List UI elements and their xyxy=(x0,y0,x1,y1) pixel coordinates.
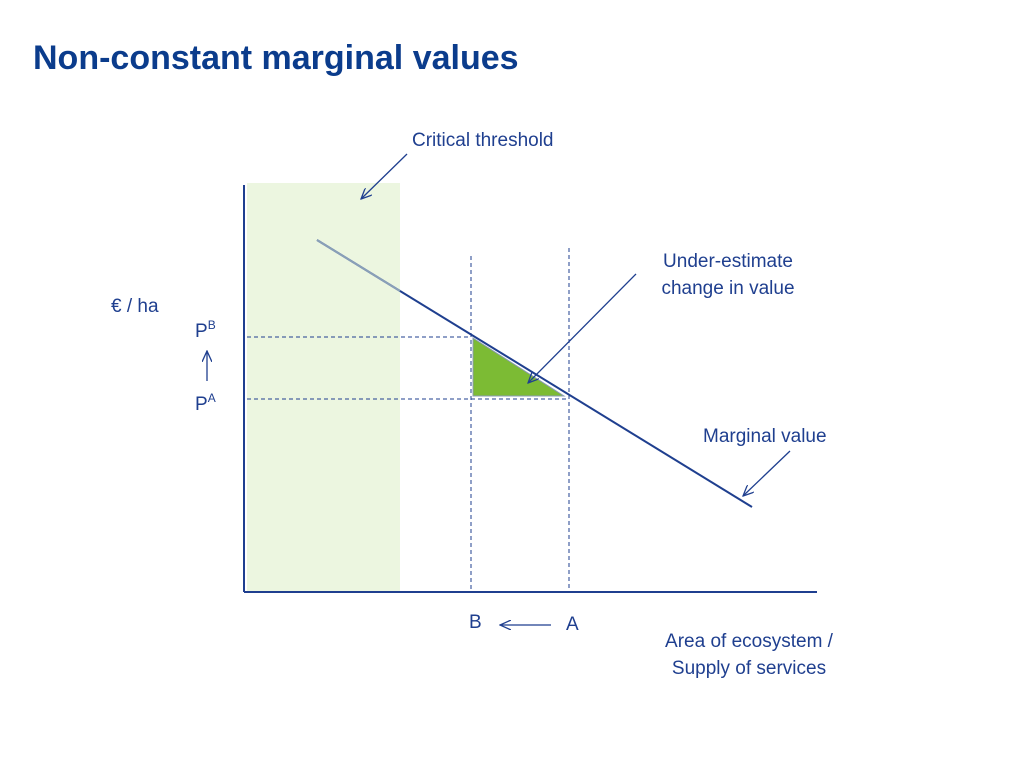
x-axis-label-line2: Supply of services xyxy=(672,658,826,679)
point-b-label: B xyxy=(469,612,482,633)
critical-threshold-label: Critical threshold xyxy=(412,130,554,151)
price-b-label: PB xyxy=(195,318,216,342)
underestimate-triangle xyxy=(472,337,566,397)
slide-title: Non-constant marginal values xyxy=(33,39,519,77)
marginal-value-curve-threshold-segment xyxy=(316,239,401,292)
critical-threshold-zone xyxy=(247,183,400,592)
price-a-label: PA xyxy=(195,391,216,415)
underestimate-label-line1: Under-estimate xyxy=(663,251,793,272)
critical-threshold-arrow xyxy=(361,153,408,199)
y-axis-label: € / ha xyxy=(111,296,159,317)
marginal-value-arrow xyxy=(743,450,791,496)
point-a-label: A xyxy=(566,614,579,635)
marginal-value-label: Marginal value xyxy=(703,426,827,447)
x-axis-label-line1: Area of ecosystem / xyxy=(665,631,834,652)
underestimate-arrow xyxy=(528,273,637,383)
underestimate-label-line2: change in value xyxy=(661,278,794,299)
